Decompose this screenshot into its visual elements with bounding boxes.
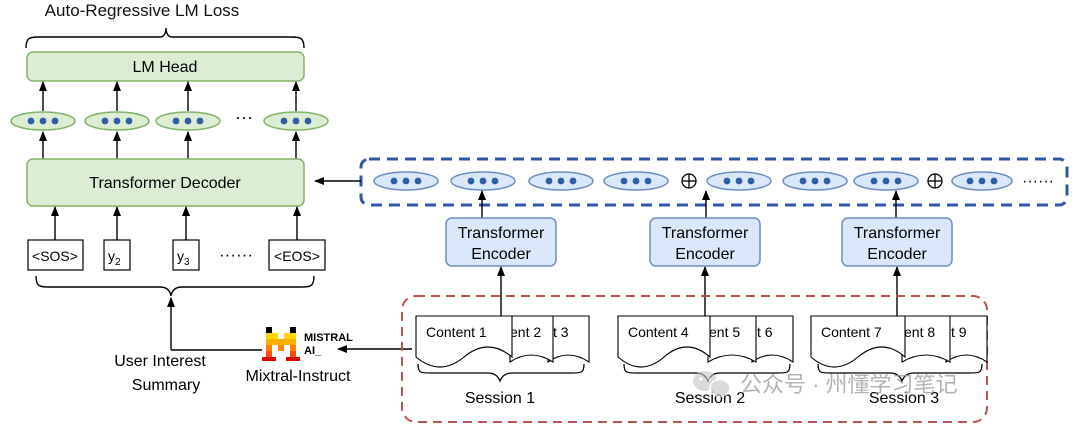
session-documents: t 9 ent 8 Content 7 [810,315,988,368]
content-embedding [951,171,1013,191]
token-ellipsis: ······ [219,245,253,264]
token-eos-box [268,239,326,271]
session-label: Session 2 [675,390,745,407]
session-embedding [853,171,919,191]
arrows-to-sequence [478,190,900,218]
svg-text:Encoder: Encoder [675,246,735,263]
arrows-to-decoder [51,206,301,240]
wechat-icon [693,371,731,398]
token-y3-base: y [177,248,184,264]
svg-text:ent 8: ent 8 [904,324,935,340]
add-icon [681,173,697,189]
svg-text:t 6: t 6 [757,324,773,340]
content-embedding [450,171,516,191]
sequence-ellipsis: ······ [1022,173,1054,190]
summary-label-line2: Summary [132,377,200,394]
svg-text:Transformer: Transformer [854,225,941,242]
svg-text:ent 5: ent 5 [709,324,740,340]
svg-text:ent 2: ent 2 [510,324,541,340]
decoder-output-embedding [155,111,221,131]
decoder-output-embedding [84,111,150,131]
session-documents: t 3 ent 2 Content 1 [415,315,590,368]
svg-text:Content 1: Content 1 [426,324,487,340]
svg-text:Transformer: Transformer [458,225,545,242]
token-y2-box [103,239,131,271]
token-y2-base: y [108,248,115,264]
transformer-encoder: Transformer Encoder [841,217,953,267]
content-embedding [373,171,439,191]
mistral-logo-icon: MISTRAL AI_ [262,327,353,361]
model-label: Mixtral-Instruct [246,368,351,385]
session-brace [817,363,983,383]
svg-text:t 9: t 9 [951,324,967,340]
svg-text:Encoder: Encoder [471,246,531,263]
add-icon [927,173,943,189]
transformer-encoder: Transformer Encoder [445,217,557,267]
token-y3: y3 [177,248,190,268]
transformer-decoder-box [26,158,305,207]
svg-text:Content 4: Content 4 [628,324,689,340]
svg-text:Transformer: Transformer [662,225,749,242]
svg-text:Content 7: Content 7 [821,324,882,340]
content-embedding [528,171,594,191]
svg-text:Encoder: Encoder [867,246,927,263]
session-label: Session 1 [465,390,535,407]
arrows-to-lm-head [39,81,300,111]
arrows-to-encoders [497,266,901,316]
token-eos: <EOS> [274,248,320,264]
lm-head-box [26,51,305,82]
token-y2: y2 [108,248,121,268]
tokens-brace [35,275,315,297]
decoder-output-embedding [263,111,329,131]
encoded-sequence-container [359,157,1069,207]
sessions-container [401,295,988,423]
token-y3-box [172,239,200,271]
svg-text:t 3: t 3 [553,324,569,340]
svg-text:MISTRAL: MISTRAL [304,332,353,344]
lm-head-label: LM Head [133,59,198,76]
token-y3-subscript: 3 [184,257,190,268]
decoder-output-embedding [10,111,76,131]
transformer-decoder-label: Transformer Decoder [89,175,241,192]
watermark-text: 公众号 · 州懂学习笔记 [740,372,958,397]
session-brace [417,363,585,383]
loss-brace [25,27,305,49]
transformer-encoder: Transformer Encoder [649,217,761,267]
token-y2-subscript: 2 [115,257,121,268]
session-documents: t 6 ent 5 Content 4 [617,315,794,368]
session-embedding [706,171,772,191]
content-embedding [782,171,848,191]
token-sos-box [27,239,84,271]
loss-title: Auto-Regressive LM Loss [45,1,240,20]
summary-label-line1: User Interest [114,353,206,370]
session-label: Session 3 [869,390,939,407]
embedding-ellipsis: ··· [235,107,253,127]
content-embedding [603,171,669,191]
arrows-from-decoder [39,131,300,159]
svg-text:AI_: AI_ [304,345,322,357]
token-sos: <SOS> [32,248,78,264]
